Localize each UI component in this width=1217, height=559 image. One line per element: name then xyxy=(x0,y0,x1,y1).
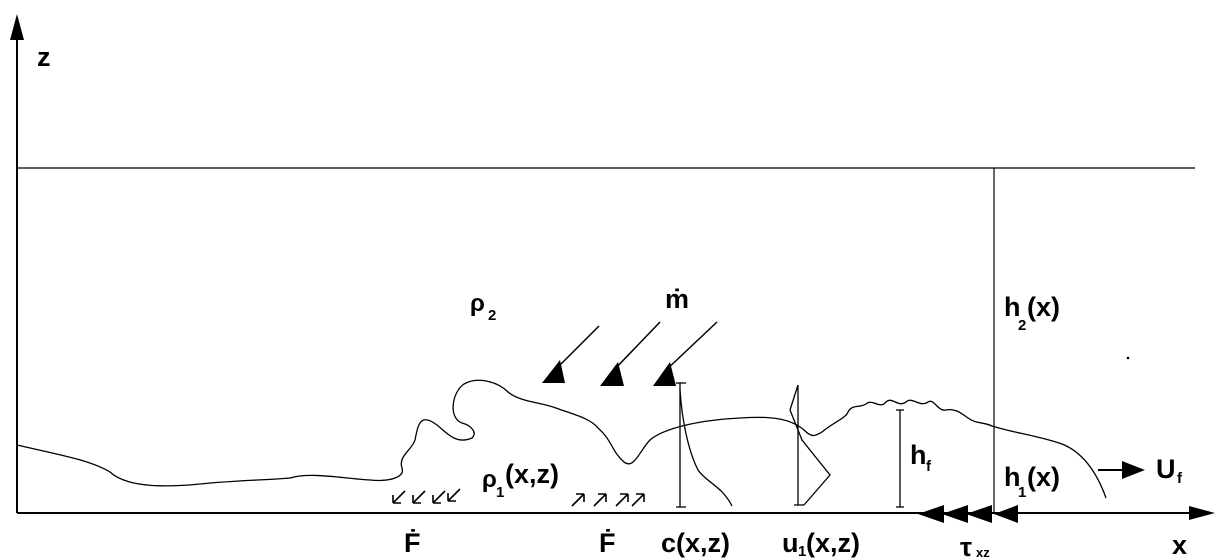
h1-label: h xyxy=(1004,462,1021,492)
hf-height-marker xyxy=(896,409,904,508)
entrainment-arrows xyxy=(542,321,718,386)
velocity-profile xyxy=(789,384,831,506)
rho1-subscript: 1 xyxy=(496,484,504,501)
rho1-argument: (x,z) xyxy=(505,459,559,489)
x-axis xyxy=(17,506,1215,520)
shear-stress-label: τ xyxy=(960,532,972,559)
rho2-label: ρ xyxy=(470,290,485,317)
front-velocity-arrow xyxy=(1098,461,1145,479)
h2-subscript: 2 xyxy=(1018,317,1026,334)
flux-arrows-right xyxy=(571,493,645,507)
h2-argument: (x) xyxy=(1027,292,1060,322)
concentration-profile xyxy=(676,382,733,508)
h1-subscript: 1 xyxy=(1018,484,1026,501)
flux-label-left: Ḟ xyxy=(404,528,421,558)
z-axis xyxy=(10,14,24,513)
velocity-subscript: 1 xyxy=(798,543,806,559)
uf-label: U xyxy=(1156,454,1176,484)
concentration-label: c(x,z) xyxy=(661,528,730,558)
velocity-argument: (x,z) xyxy=(806,528,860,558)
mdot-label: ṁ xyxy=(665,284,689,314)
shear-stress-subscript: xz xyxy=(976,545,990,559)
x-axis-label: x xyxy=(1172,530,1187,559)
stray-dot xyxy=(1126,356,1130,360)
h2-label: h xyxy=(1004,292,1021,322)
hf-label: h xyxy=(910,440,927,470)
rho1-label: ρ xyxy=(482,466,497,493)
z-axis-label: z xyxy=(37,42,51,72)
flux-arrows-left xyxy=(392,488,461,504)
flux-label-right: Ḟ xyxy=(599,528,616,558)
velocity-label: u xyxy=(782,528,799,558)
h1-argument: (x) xyxy=(1027,462,1060,492)
rho2-subscript: 2 xyxy=(488,307,496,324)
uf-subscript: f xyxy=(1177,470,1183,487)
hf-subscript: f xyxy=(926,458,932,475)
current-interface-curve xyxy=(16,379,1107,499)
shear-stress-arrows xyxy=(918,505,1018,523)
